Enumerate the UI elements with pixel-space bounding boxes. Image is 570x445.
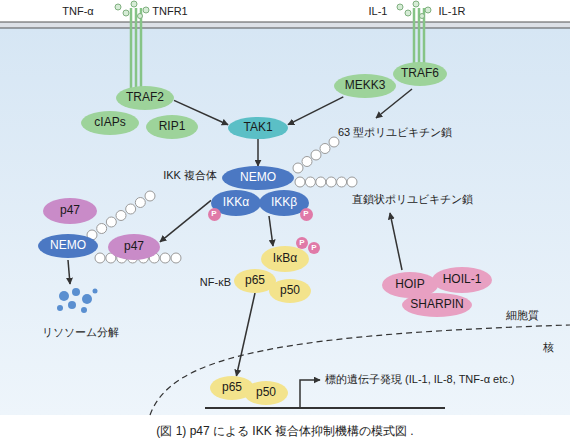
arrow bbox=[68, 260, 70, 284]
ubiquitin-bead bbox=[145, 191, 155, 201]
node-text: NEMO bbox=[50, 239, 86, 252]
ubiquitin-chain bbox=[87, 137, 357, 263]
protein-oval: p47 bbox=[108, 234, 160, 260]
node-text: TAK1 bbox=[243, 121, 272, 134]
annotation-label: NF-κB bbox=[200, 276, 231, 289]
annotation-label: IL-1 bbox=[369, 5, 388, 18]
annotation-label: 標的遺伝子発現 (IL-1, IL-8, TNF-α etc.) bbox=[325, 373, 515, 386]
annotation-label: 直鎖状ポリユビキチン鎖 bbox=[352, 193, 473, 206]
lysosome-fragments bbox=[57, 288, 98, 313]
membrane-line bbox=[0, 27, 570, 28]
ubiquitin-bead bbox=[97, 224, 107, 234]
annotation-label: リソソーム分解 bbox=[42, 326, 119, 339]
annotation-label: 63 型ポリユビキチン鎖 bbox=[338, 126, 452, 139]
transcription-arrow bbox=[300, 380, 320, 408]
phospho-circle: P bbox=[208, 208, 221, 221]
ubiquitin-bead bbox=[106, 217, 116, 227]
protein-oval: NEMO bbox=[222, 166, 294, 190]
annotation-label: IL-1R bbox=[439, 5, 466, 18]
protein-oval: p50 bbox=[269, 279, 311, 303]
ubiquitin-bead bbox=[135, 198, 145, 208]
protein-oval: HOIL-1 bbox=[432, 267, 492, 293]
node-text: p65 bbox=[245, 274, 265, 287]
ubiquitin-bead bbox=[337, 177, 347, 187]
membrane bbox=[0, 22, 570, 28]
node-text: IKKα bbox=[223, 196, 249, 209]
ubiquitin-bead bbox=[160, 253, 170, 263]
membrane-line bbox=[0, 21, 570, 22]
ubiquitin-bead bbox=[302, 157, 312, 167]
protein-oval: SHARPIN bbox=[402, 293, 472, 317]
node-text: IKKβ bbox=[271, 196, 297, 209]
tnfr1-receptor bbox=[131, 8, 141, 88]
ubiquitin-bead bbox=[326, 177, 336, 187]
node-text: P bbox=[211, 210, 216, 219]
protein-oval: p50 bbox=[244, 381, 288, 405]
node-text: P bbox=[303, 210, 308, 219]
node-text: P bbox=[311, 244, 316, 253]
arrow-connector bbox=[257, 139, 259, 166]
phospho-circle: P bbox=[296, 237, 308, 249]
protein-oval: TAK1 bbox=[228, 117, 288, 139]
ubiquitin-bead bbox=[311, 150, 321, 160]
node-text: p47 bbox=[124, 240, 144, 253]
protein-oval: MEKK3 bbox=[334, 74, 396, 98]
ubiquitin-bead bbox=[316, 177, 326, 187]
arrow-connector bbox=[160, 200, 211, 241]
protein-oval: cIAPs bbox=[81, 111, 139, 135]
annotation-label: TNF-α bbox=[62, 5, 93, 18]
ubiquitin-bead bbox=[305, 177, 315, 187]
annotation-label: 核 bbox=[543, 341, 554, 354]
node-text: TRAF6 bbox=[401, 67, 439, 80]
cytoplasm bbox=[0, 28, 570, 415]
ubiquitin-bead bbox=[116, 211, 126, 221]
node-text: p65 bbox=[222, 381, 242, 394]
ubiquitin-bead bbox=[320, 144, 330, 154]
arrow-connector bbox=[269, 216, 273, 246]
arrow-connector bbox=[288, 97, 343, 125]
node-text: p50 bbox=[280, 284, 300, 297]
protein-oval: NEMO bbox=[38, 234, 98, 258]
node-text: HOIP bbox=[395, 278, 424, 291]
annotation-label: 細胞質 bbox=[506, 309, 539, 322]
ubiquitin-bead bbox=[295, 177, 305, 187]
ubiquitin-bead bbox=[293, 163, 303, 173]
arrow bbox=[390, 213, 402, 270]
node-text: TRAF2 bbox=[126, 91, 164, 104]
node-text: P bbox=[299, 239, 304, 248]
annotation-label: IKK 複合体 bbox=[163, 169, 217, 182]
phospho-circle: P bbox=[300, 208, 313, 221]
annotation-label: TNFR1 bbox=[152, 5, 187, 18]
dna-line bbox=[205, 407, 445, 409]
node-text: SHARPIN bbox=[410, 298, 463, 311]
node-text: IκBα bbox=[273, 252, 297, 265]
ubiquitin-bead bbox=[126, 204, 136, 214]
node-text: cIAPs bbox=[94, 116, 125, 129]
node-text: HOIL-1 bbox=[443, 273, 482, 286]
node-text: MEKK3 bbox=[345, 79, 386, 92]
ubiquitin-bead bbox=[347, 177, 357, 187]
protein-oval: TRAF6 bbox=[393, 62, 447, 86]
node-text: NEMO bbox=[240, 171, 276, 184]
arrow-connector bbox=[236, 293, 255, 376]
protein-oval: RIP1 bbox=[146, 115, 198, 139]
ubiquitin-bead bbox=[329, 137, 339, 147]
phospho-circle: P bbox=[308, 242, 320, 254]
ubiquitin-bead bbox=[95, 253, 105, 263]
nuclear-envelope bbox=[150, 325, 570, 415]
node-text: RIP1 bbox=[159, 120, 186, 133]
node-text: p50 bbox=[256, 386, 276, 399]
protein-oval: TRAF2 bbox=[116, 86, 174, 110]
figure-caption: (図 1) p47 による IKK 複合体抑制機構の模式図 . bbox=[156, 424, 413, 438]
il1r-receptor bbox=[414, 8, 424, 64]
ubiquitin-bead bbox=[171, 253, 181, 263]
ligand-dots bbox=[115, 1, 431, 19]
protein-oval: p47 bbox=[43, 198, 97, 224]
node-text: p47 bbox=[60, 204, 80, 217]
protein-oval: IκBα bbox=[261, 246, 309, 272]
